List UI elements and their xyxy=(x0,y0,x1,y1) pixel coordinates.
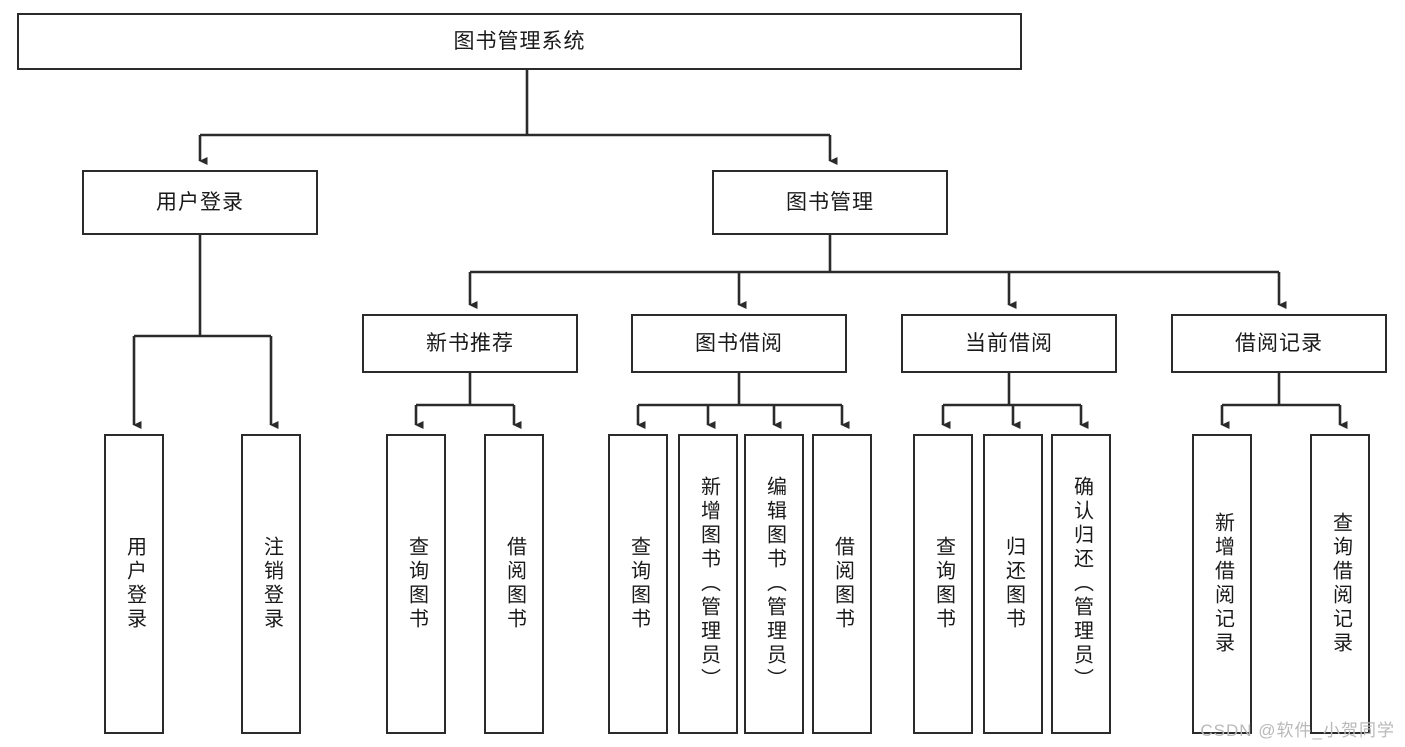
leaf-logout[interactable]: 注销登录 xyxy=(241,434,301,734)
node-book-borrow[interactable]: 图书借阅 xyxy=(631,314,847,373)
leaf-query-borrow-record[interactable]: 查询借阅记录 xyxy=(1310,434,1370,734)
watermark: CSDN @软件_小贺同学 xyxy=(1200,721,1395,740)
leaf-user-login[interactable]: 用户登录 xyxy=(104,434,164,734)
leaf-label: 新增借阅记录 xyxy=(1211,512,1234,656)
leaf-label: 注销登录 xyxy=(260,536,283,632)
node-new-book-recommend-label: 新书推荐 xyxy=(426,331,514,355)
node-new-book-recommend[interactable]: 新书推荐 xyxy=(362,314,578,373)
leaf-return-book[interactable]: 归还图书 xyxy=(983,434,1043,734)
leaf-query-book-current[interactable]: 查询图书 xyxy=(913,434,973,734)
leaf-add-borrow-record[interactable]: 新增借阅记录 xyxy=(1192,434,1252,734)
leaf-label: 用户登录 xyxy=(123,536,146,632)
node-root[interactable]: 图书管理系统 xyxy=(17,13,1022,70)
node-current-borrow-label: 当前借阅 xyxy=(965,331,1053,355)
leaf-label: 确认归还（管理员） xyxy=(1070,476,1093,692)
leaf-borrow-book[interactable]: 借阅图书 xyxy=(812,434,872,734)
node-current-borrow[interactable]: 当前借阅 xyxy=(901,314,1117,373)
leaf-add-book-admin[interactable]: 新增图书（管理员） xyxy=(678,434,738,734)
node-book-borrow-label: 图书借阅 xyxy=(695,331,783,355)
leaf-label: 查询图书 xyxy=(932,536,955,632)
node-user-login[interactable]: 用户登录 xyxy=(82,170,318,235)
leaf-edit-book-admin[interactable]: 编辑图书（管理员） xyxy=(744,434,804,734)
leaf-label: 查询借阅记录 xyxy=(1329,512,1352,656)
leaf-label: 归还图书 xyxy=(1002,536,1025,632)
node-borrow-record[interactable]: 借阅记录 xyxy=(1171,314,1387,373)
leaf-label: 借阅图书 xyxy=(503,536,526,632)
leaf-query-book-borrow[interactable]: 查询图书 xyxy=(608,434,668,734)
leaf-confirm-return-admin[interactable]: 确认归还（管理员） xyxy=(1051,434,1111,734)
leaf-label: 编辑图书（管理员） xyxy=(763,476,786,692)
node-user-login-label: 用户登录 xyxy=(156,190,244,214)
leaf-query-book-recommend[interactable]: 查询图书 xyxy=(386,434,446,734)
node-book-management-label: 图书管理 xyxy=(786,190,874,214)
node-root-label: 图书管理系统 xyxy=(453,29,586,53)
leaf-label: 新增图书（管理员） xyxy=(697,476,720,692)
node-book-management[interactable]: 图书管理 xyxy=(712,170,948,235)
node-borrow-record-label: 借阅记录 xyxy=(1235,331,1323,355)
leaf-label: 借阅图书 xyxy=(831,536,854,632)
leaf-label: 查询图书 xyxy=(405,536,428,632)
leaf-label: 查询图书 xyxy=(627,536,650,632)
leaf-borrow-book-recommend[interactable]: 借阅图书 xyxy=(484,434,544,734)
